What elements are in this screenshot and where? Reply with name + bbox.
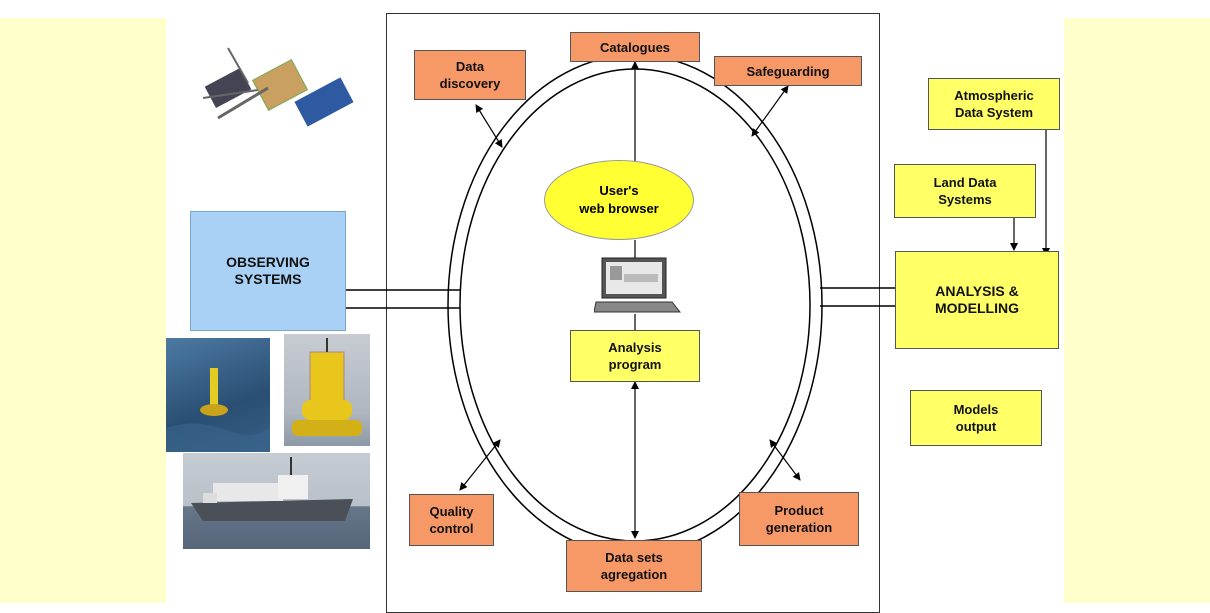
observing-systems-box: OBSERVING SYSTEMS [190,211,346,331]
buoy-photo-2 [284,334,370,446]
laptop-icon [593,256,684,316]
ship-photo [183,453,370,549]
right-background-band [1064,18,1210,603]
product-generation-box: Product generation [739,492,859,546]
analysis-modelling-box: ANALYSIS & MODELLING [895,251,1059,349]
left-background-band [0,18,166,603]
data-sets-aggregation-box: Data sets agregation [566,540,702,592]
users-web-browser-ellipse: User's web browser [544,160,694,240]
link-data-discovery [475,104,503,148]
link-safeguarding [751,85,789,137]
data-discovery-box: Data discovery [414,50,526,100]
buoy-photo [166,338,270,452]
link-product-generation [769,439,801,481]
quality-control-box: Quality control [409,494,494,546]
analysis-program-box: Analysis program [570,330,700,382]
land-data-systems-box: Land Data Systems [894,164,1036,218]
catalogues-box: Catalogues [570,32,700,62]
atmospheric-data-system-box: Atmospheric Data System [928,78,1060,130]
models-output-box: Models output [910,390,1042,446]
link-quality-control [459,439,501,491]
satellite-image [198,28,358,150]
safeguarding-box: Safeguarding [714,56,862,86]
